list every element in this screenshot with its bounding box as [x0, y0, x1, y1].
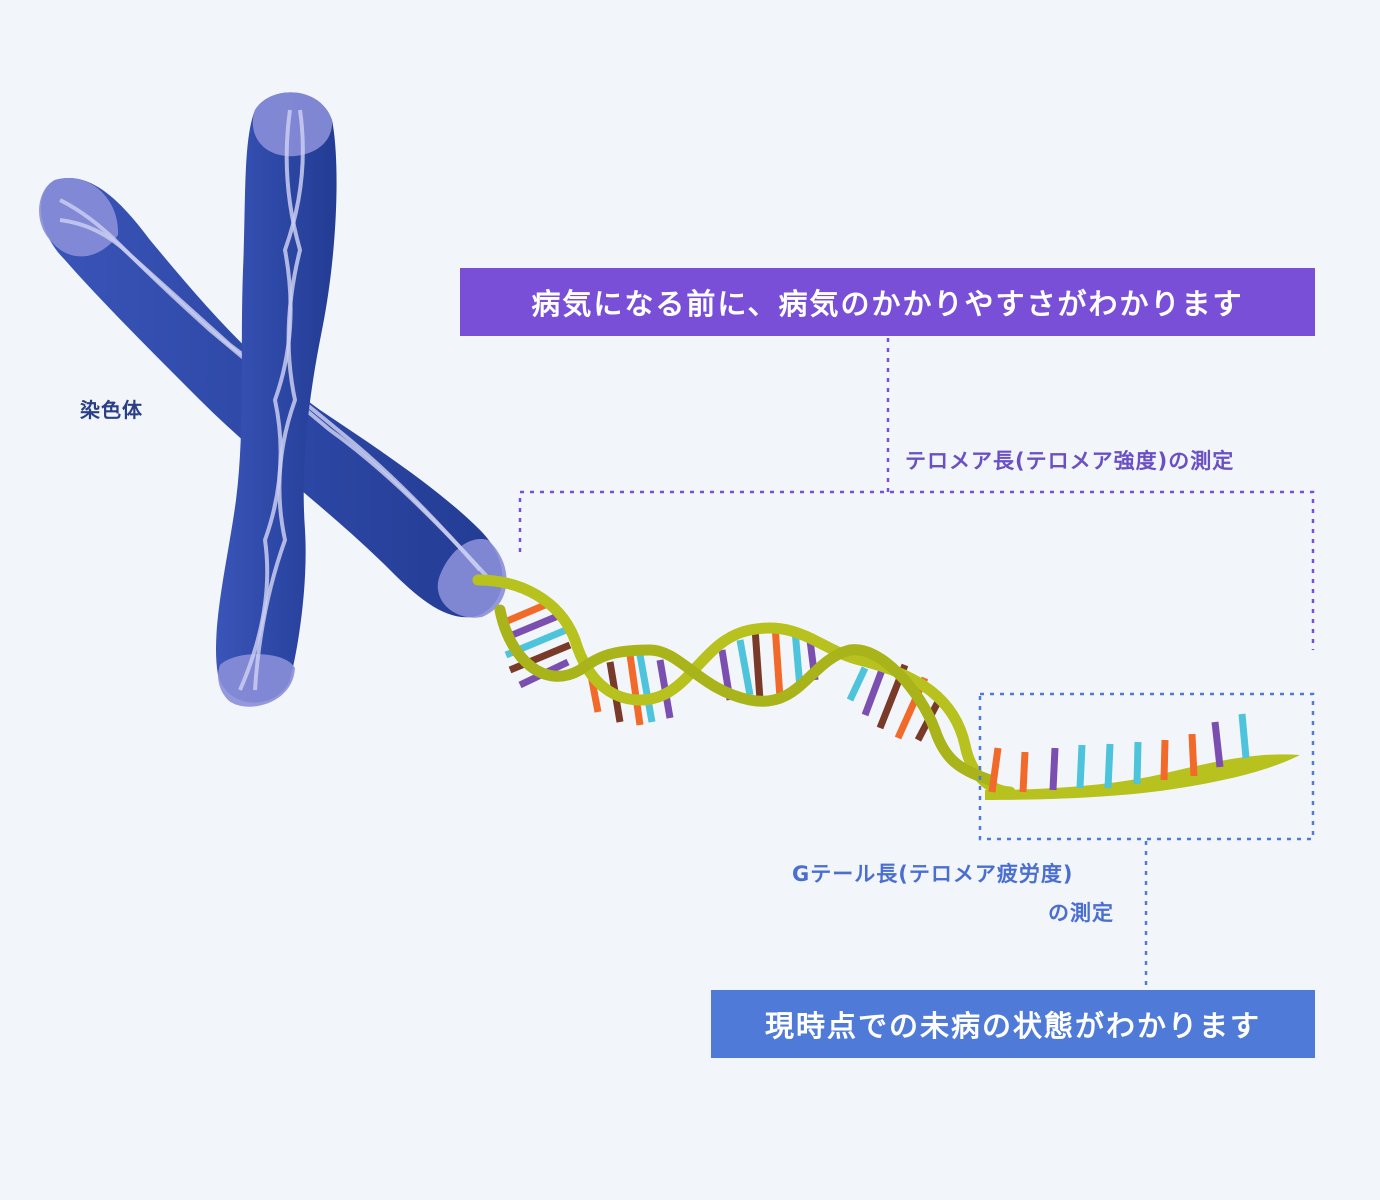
- chromosome: [39, 92, 507, 707]
- gtail-length-label-line2: の測定: [1048, 901, 1114, 925]
- dna-backbone-strands: [472, 574, 1016, 798]
- gtail-length-label: Gテール長(テロメア疲労度): [792, 862, 1074, 886]
- g-tail-bases: [988, 713, 1250, 793]
- gtail-bracket: [978, 692, 1315, 990]
- current-state-banner: 現時点での未病の状態がわかります: [711, 990, 1315, 1058]
- telomere-length-label: テロメア長(テロメア強度)の測定: [905, 449, 1235, 473]
- chromosome-label: 染色体: [80, 398, 143, 422]
- chromosome-vertical-arm: [215, 92, 337, 707]
- g-tail: [985, 713, 1300, 800]
- disease-susceptibility-banner: 病気になる前に、病気のかかりやすさがわかります: [460, 268, 1315, 336]
- dna-double-helix: [472, 574, 1300, 800]
- telomere-bracket: [518, 338, 1315, 650]
